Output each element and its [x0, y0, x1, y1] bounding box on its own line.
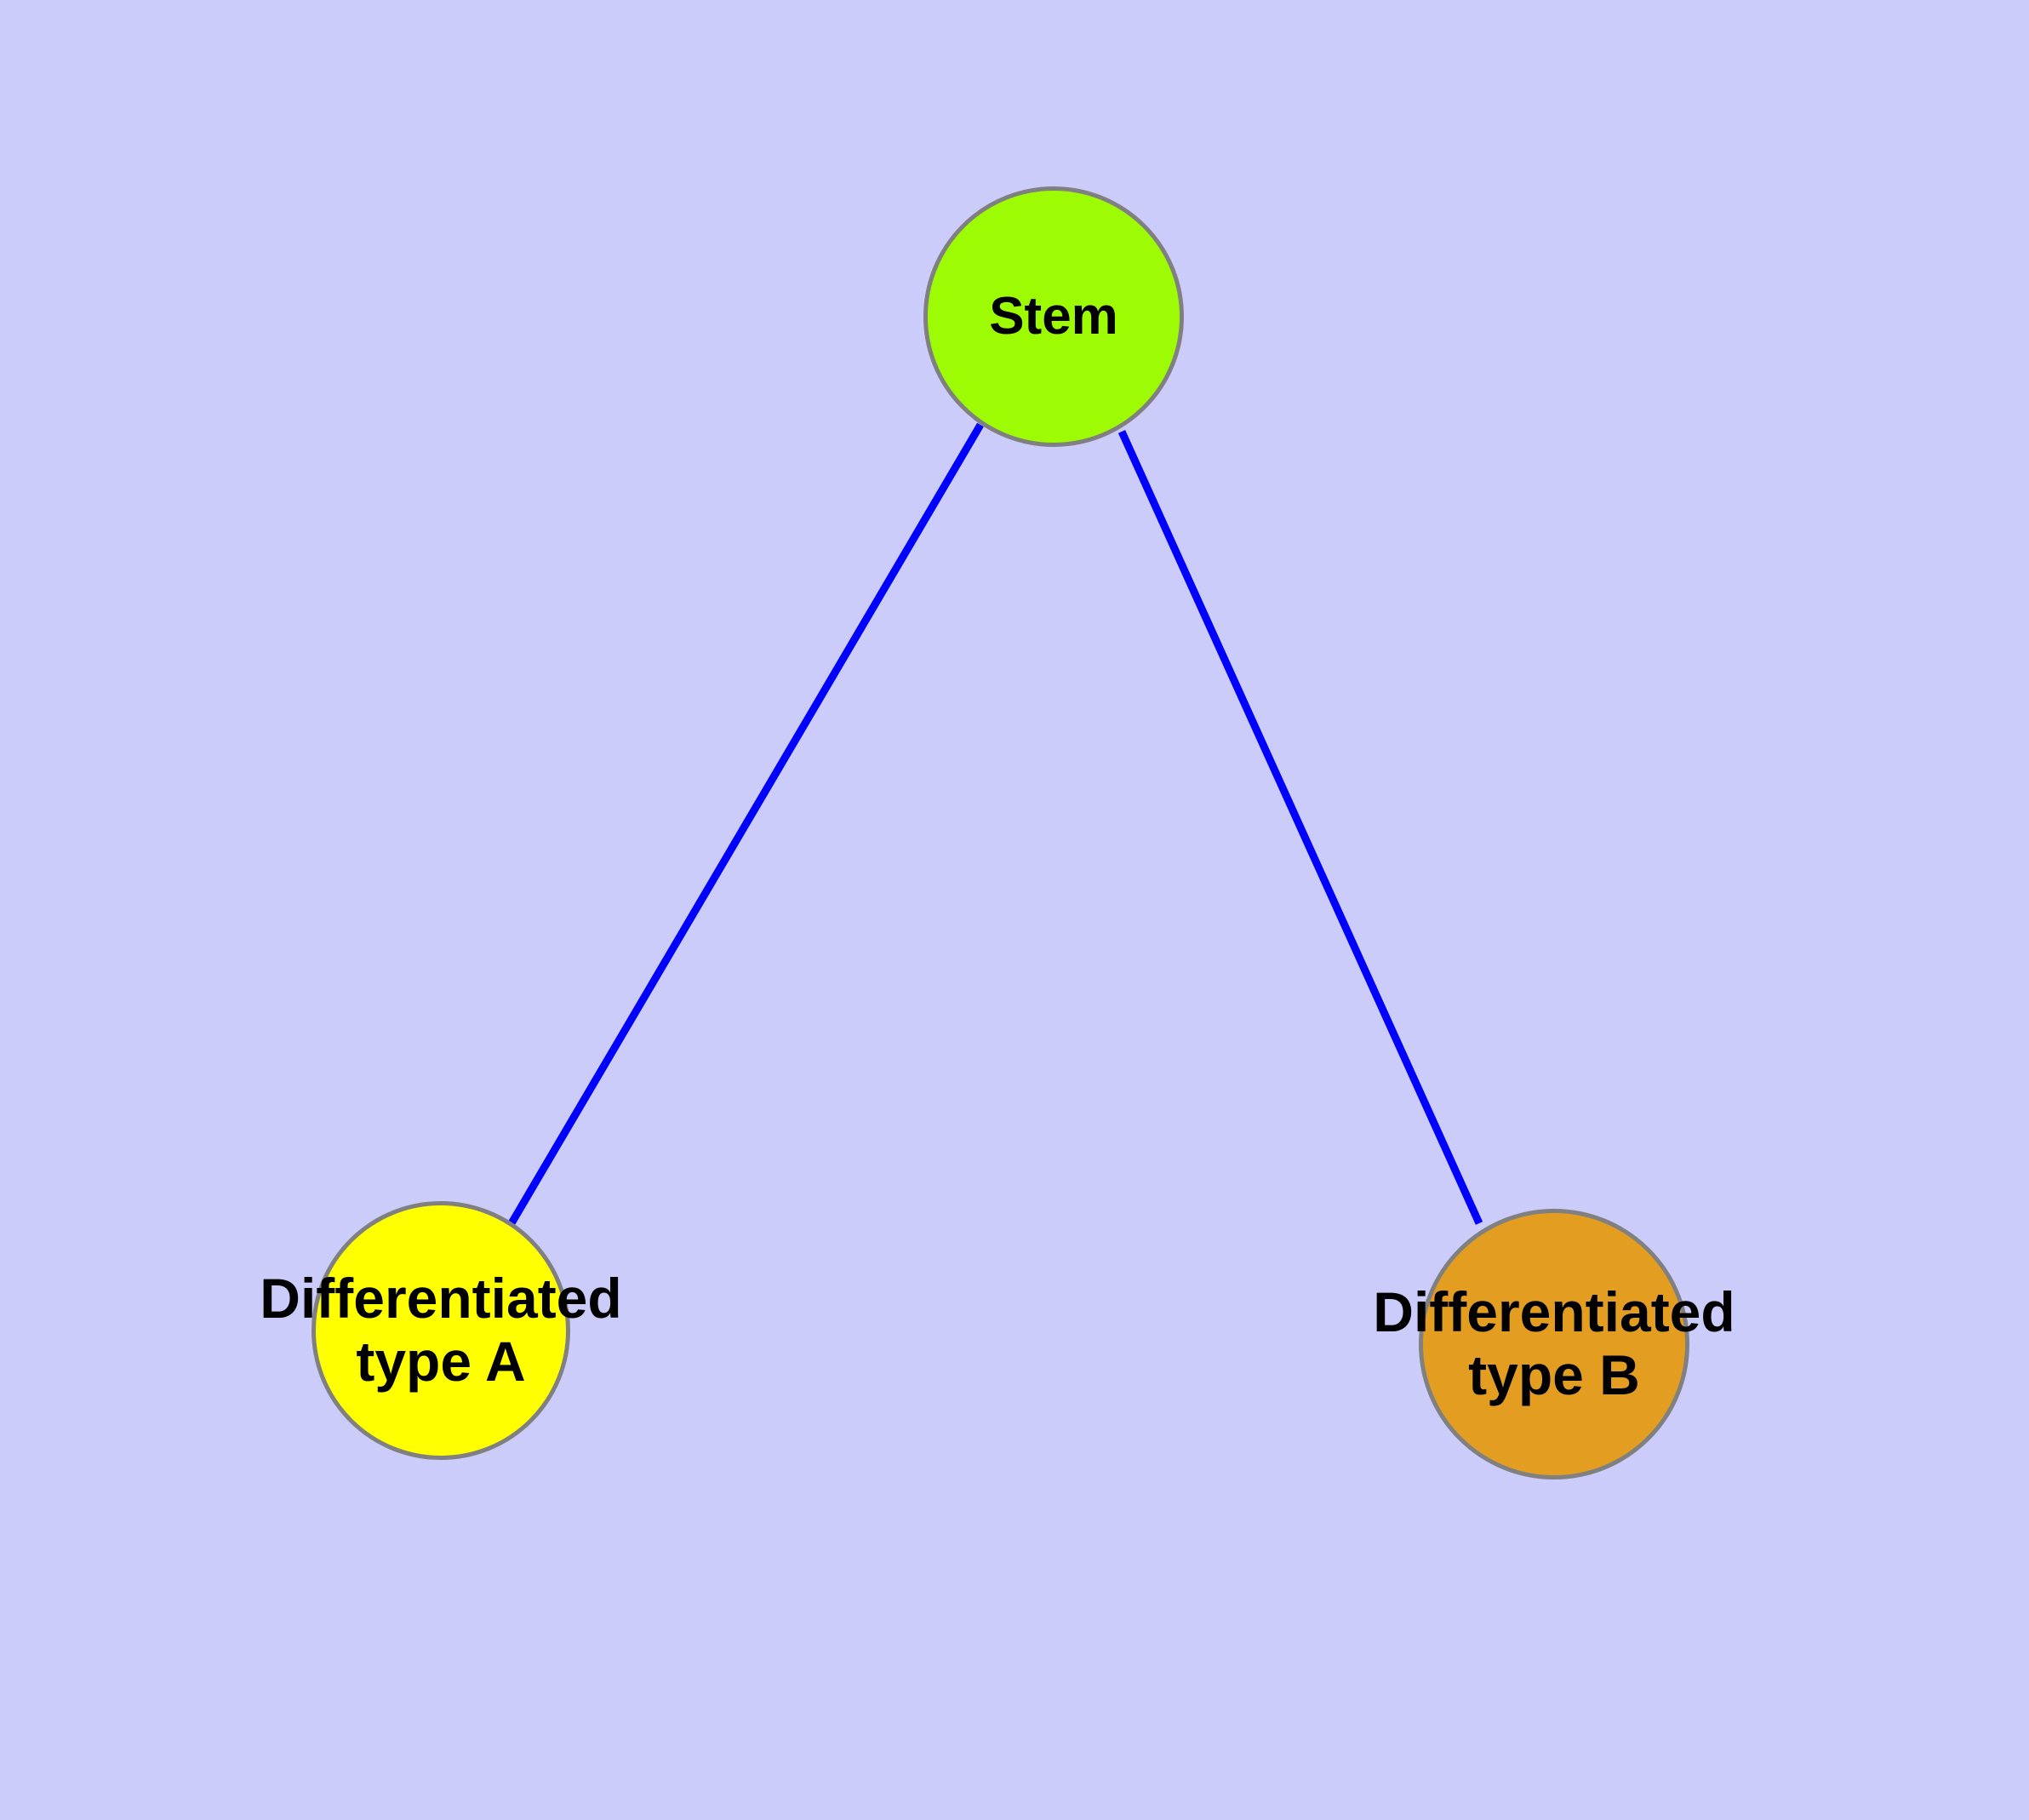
edge-stem-to-differentiated-type-b: [1117, 430, 1483, 1225]
node-differentiated-type-a[interactable]: [311, 1201, 570, 1460]
node-differentiated-type-b[interactable]: [1419, 1209, 1689, 1479]
node-stem[interactable]: [923, 186, 1184, 447]
edge-stem-to-differentiated-type-a: [508, 422, 984, 1226]
